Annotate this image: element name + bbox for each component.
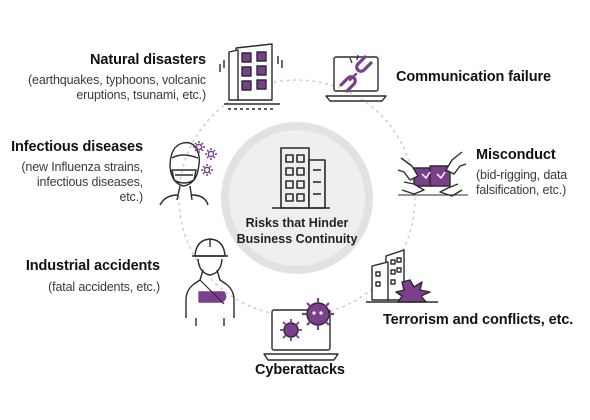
office-building-icon [272,147,330,209]
risk-infectious-diseases: Infectious diseases (new Influenza strai… [11,139,143,204]
risk-description: eruptions, tsunami, etc.) [76,87,206,102]
risk-description: (earthquakes, typhoons, volcanic [28,73,206,88]
risk-description: falsification, etc.) [476,182,567,197]
injured-worker-icon [185,238,235,326]
risk-title: Natural disasters [90,52,206,68]
risk-communication-failure: Communication failure [396,69,551,86]
risk-title: Industrial accidents [25,258,160,274]
risk-title: Infectious diseases [11,139,143,155]
center-label-line2: Business Continuity [236,232,358,247]
broken-chain-laptop-icon [325,54,387,102]
laptop-virus-icon [263,298,339,361]
risk-misconduct: Misconduct (bid-rigging, data falsificat… [476,147,567,198]
risk-title: Terrorism and conflicts, etc. [383,312,574,328]
building-damaged-icon [219,43,283,110]
risk-description: infectious diseases, [36,174,143,189]
risk-description: (fatal accidents, etc.) [48,280,160,295]
risk-description: (new Influenza strains, [21,160,143,175]
risk-title: Misconduct [476,147,556,163]
risk-description: (bid-rigging, data [476,168,568,183]
center-label: Risks that Hinder Business Continuity [232,215,362,248]
risk-cyberattacks: Cyberattacks [255,362,345,379]
risk-terrorism-conflicts: Terrorism and conflicts, etc. [383,312,573,329]
center-label-line1: Risks that Hinder [245,216,349,230]
risk-natural-disasters: Natural disasters (earthquakes, typhoons… [28,52,206,103]
risk-industrial-accidents: Industrial accidents (fatal accidents, e… [26,258,160,295]
hands-boxes-icon [397,151,468,197]
risk-title: Communication failure [396,69,552,85]
risk-description: etc.) [119,189,143,204]
dotted-ring [178,79,416,317]
building-explosion-icon [366,249,438,303]
risk-title: Cyberattacks [255,362,345,378]
masked-person-virus-icon [159,141,217,206]
